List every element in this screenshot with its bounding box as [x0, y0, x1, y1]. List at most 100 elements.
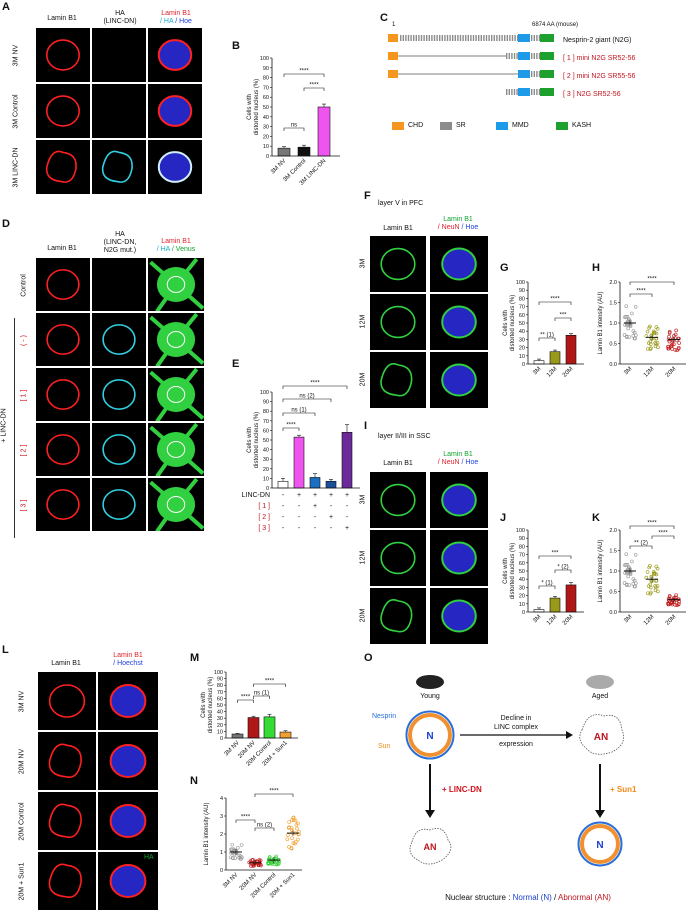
- data-point: [646, 346, 650, 351]
- nucleus-rim: [102, 379, 136, 410]
- sr-repeat: [511, 53, 513, 59]
- legend-label-mmd: MMD: [512, 122, 529, 129]
- row-label-d-0: Control: [20, 274, 28, 297]
- y-tick-label: 2.0: [609, 280, 617, 286]
- y-tick-label: 90: [519, 536, 525, 542]
- micrograph-f-merge-1-svg: [441, 305, 477, 339]
- sig-label: ****: [647, 521, 657, 527]
- nucleus-fill: [158, 96, 192, 126]
- sr-repeat: [478, 35, 480, 41]
- bar: [549, 597, 561, 613]
- micrograph-d-ha-0: [92, 258, 146, 311]
- y-tick-label: 40: [519, 329, 525, 335]
- construct-num: [ 1 ]: [563, 55, 577, 62]
- data-point: [274, 854, 278, 859]
- panel-label-l: L: [2, 644, 9, 656]
- data-point: [648, 347, 653, 351]
- sig-bracket: [237, 699, 254, 703]
- sr-repeat: [433, 35, 436, 41]
- row-label-a-1: 3M Control: [12, 94, 20, 129]
- nucleus-fill: [442, 306, 476, 338]
- sr-repeat: [538, 71, 541, 77]
- arrow-head: [566, 731, 573, 739]
- sig-label: ****: [550, 297, 560, 303]
- mmd-domain: [518, 34, 530, 42]
- micrograph-d-ha-2: [92, 368, 146, 421]
- sr-repeat: [402, 35, 404, 41]
- sr-repeat: [498, 35, 501, 41]
- micrograph-l-lamin-2-svg: [48, 803, 82, 839]
- micrograph-l-lamin-1: [38, 732, 96, 790]
- data-point: [628, 324, 633, 328]
- table-cell: -: [345, 503, 349, 510]
- data-point: [622, 333, 627, 337]
- nucleus-fill: [442, 484, 476, 516]
- sr-repeat: [410, 35, 412, 41]
- micrograph-l-lamin-0: [38, 672, 96, 730]
- micrograph-i-lamin-0: [370, 472, 426, 528]
- micrograph-d-lamin-2-svg: [46, 379, 80, 410]
- micrograph-d-ha-0-svg: [92, 258, 146, 311]
- data-point: [292, 818, 296, 822]
- y-tick-label: 90: [519, 288, 525, 294]
- table-cell: -: [313, 525, 317, 532]
- data-point: [653, 344, 658, 349]
- nuclear-structure-legend: Nuclear structure : Normal (N) / Abnorma…: [445, 893, 611, 902]
- data-point: [632, 330, 637, 335]
- y-tick-label: 2: [220, 832, 223, 838]
- construct-diagram: [388, 34, 554, 96]
- col-header-lamin: Lamin B1: [47, 15, 77, 22]
- micrograph-f-merge-1: [430, 294, 488, 350]
- data-point: [676, 602, 681, 606]
- y-axis-label: Lamin B1 intensity (AU): [204, 802, 210, 865]
- micrograph-a-ha-2-svg: [101, 150, 133, 183]
- y-tick-label: 100: [214, 670, 223, 676]
- x-tick-label: 3M: [623, 614, 633, 624]
- micrograph-l-lamin-3-svg: [48, 863, 82, 899]
- sr-repeat: [423, 35, 425, 41]
- sr-repeat: [533, 35, 535, 41]
- d-ha-a: HA: [115, 231, 125, 238]
- sig-bracket: [253, 695, 270, 699]
- y-axis-label: Cells with: [247, 427, 253, 453]
- y-tick-label: 30: [519, 585, 525, 591]
- decline-text-2: LINC complex: [494, 724, 538, 731]
- x-tick-label: 12M: [546, 614, 558, 626]
- micrograph-i-merge-2: [430, 588, 488, 644]
- bar: [277, 147, 291, 157]
- y-tick-label: 0: [522, 362, 525, 368]
- col-header-merge: Lamin B1 / HA / Hoe: [148, 10, 204, 26]
- young-mouse-icon: [416, 675, 444, 689]
- y-tick-label: 40: [263, 448, 269, 454]
- data-point: [239, 857, 243, 861]
- row-label-l-0: 3M NV: [18, 690, 26, 713]
- col-header-ha-b: (LINC-DN): [103, 18, 137, 25]
- soma: [156, 377, 196, 412]
- y-tick-label: 0: [220, 868, 223, 874]
- data-point: [631, 581, 636, 586]
- y-axis-label: distorted nucleus (%): [208, 677, 214, 733]
- sun1-label: + Sun1: [610, 785, 637, 794]
- data-point: [649, 574, 654, 579]
- sr-repeat: [400, 35, 402, 41]
- row-label-f-0: 3M: [359, 258, 367, 269]
- soma: [156, 267, 196, 302]
- panel-label-d: D: [2, 218, 10, 230]
- y-tick-label: 60: [519, 313, 525, 319]
- x-tick-label: 3M NV: [270, 158, 287, 175]
- data-point: [626, 574, 631, 579]
- x-tick-label: 12M: [546, 366, 558, 378]
- micrograph-a-merge-2-svg: [157, 151, 193, 183]
- y-axis-label: Lamin B1 intensity (AU): [598, 539, 604, 602]
- linc-dn-label: + LINC-DN: [442, 785, 482, 794]
- nucleus-fill: [442, 364, 476, 396]
- data-point: [624, 562, 628, 567]
- sr-repeat: [533, 89, 535, 95]
- data-point: [250, 858, 254, 863]
- micrograph-d-ha-3-svg: [102, 434, 136, 465]
- sr-repeat: [511, 89, 513, 95]
- sig-bracket: [282, 398, 332, 402]
- y-tick-label: 20: [263, 134, 269, 140]
- l-merge-b: / Hoechst: [113, 660, 143, 667]
